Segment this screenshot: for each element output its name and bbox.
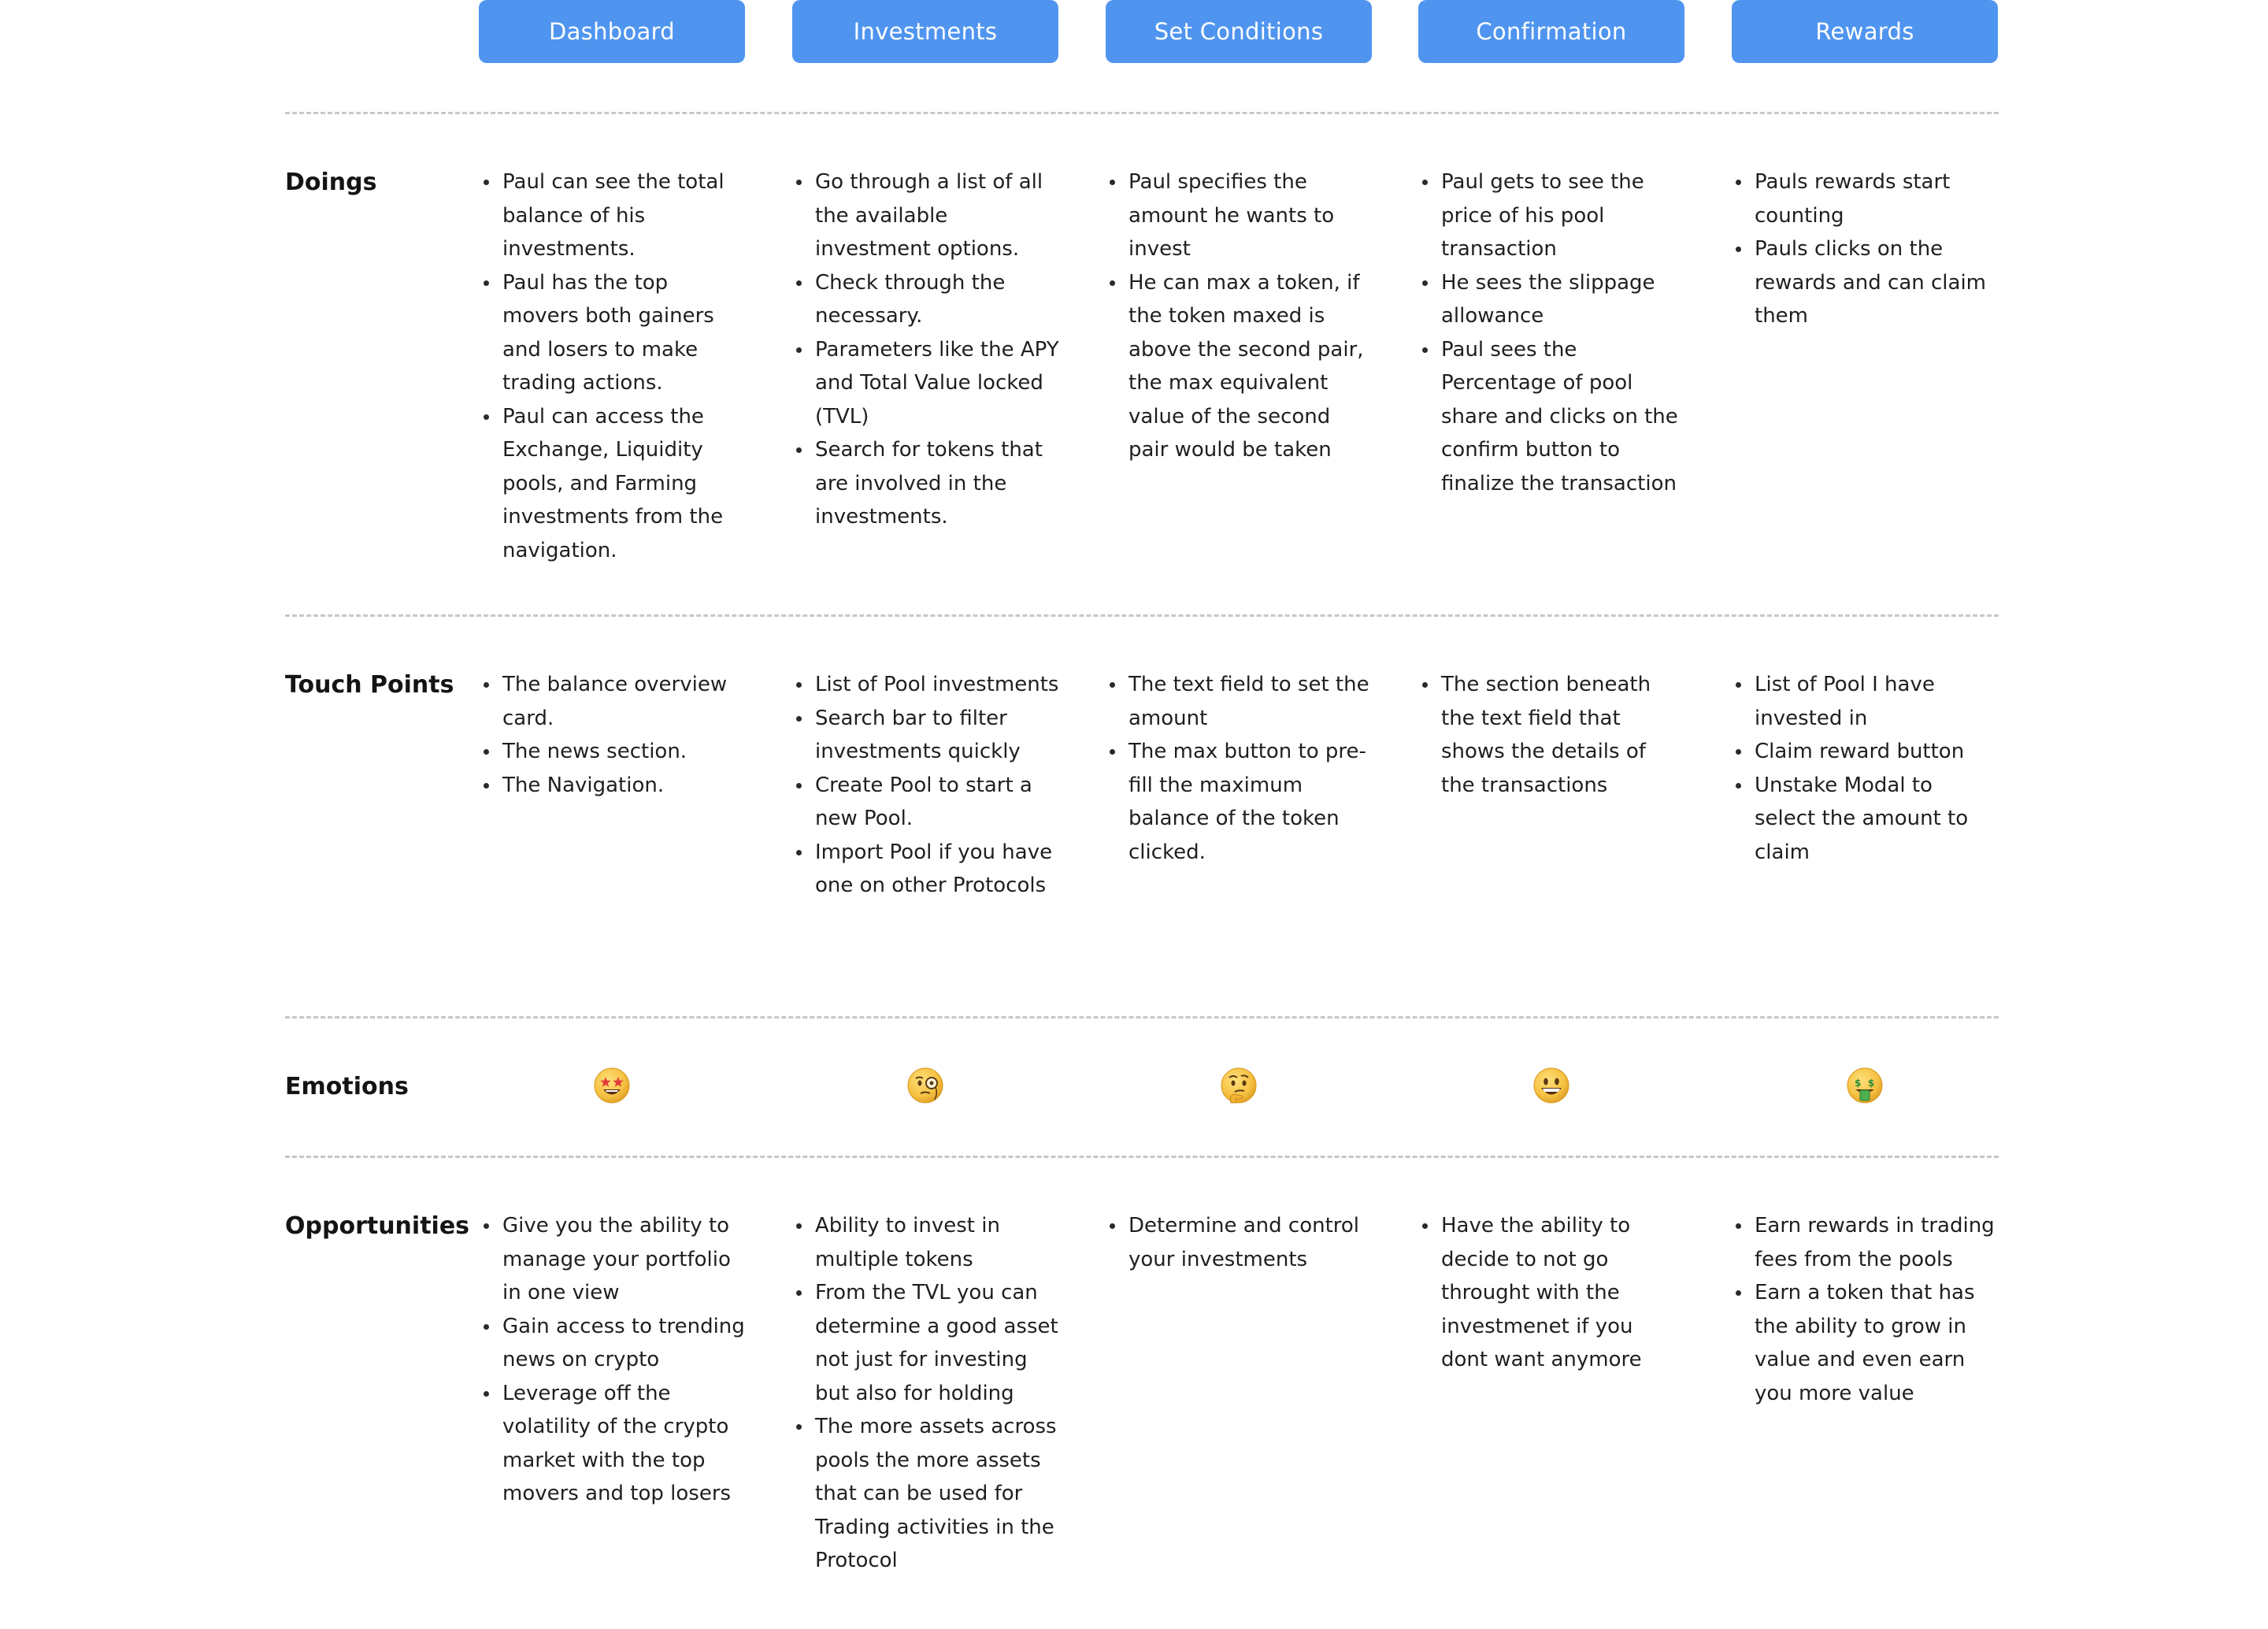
- journey-cell: The balance overview card.The news secti…: [482, 668, 747, 802]
- journey-cell: Paul gets to see the price of his pool t…: [1421, 165, 1685, 500]
- thinking-face-emoji-icon: [1220, 1067, 1258, 1104]
- bullet-list: Determine and control your investments: [1108, 1209, 1373, 1276]
- list-item: The news section.: [482, 735, 747, 769]
- list-item: Search bar to filter investments quickly: [795, 702, 1059, 769]
- list-item: Unstake Modal to select the amount to cl…: [1734, 769, 1999, 870]
- row-label-emotions: Emotions: [285, 1073, 409, 1100]
- journey-cell: Determine and control your investments: [1108, 1209, 1373, 1276]
- bullet-list: Paul specifies the amount he wants to in…: [1108, 165, 1373, 467]
- money-mouth-face-emoji-icon: $$: [1846, 1067, 1884, 1104]
- journey-cell: Have the ability to decide to not go thr…: [1421, 1209, 1685, 1377]
- monocle-face-emoji-icon: [906, 1067, 944, 1104]
- stage-button-dashboard[interactable]: Dashboard: [479, 0, 745, 63]
- bullet-list: Go through a list of all the available i…: [795, 165, 1059, 534]
- list-item: The balance overview card.: [482, 668, 747, 735]
- list-item: Paul sees the Percentage of pool share a…: [1421, 333, 1685, 501]
- list-item: The section beneath the text field that …: [1421, 668, 1685, 802]
- list-item: Have the ability to decide to not go thr…: [1421, 1209, 1685, 1377]
- list-item: Determine and control your investments: [1108, 1209, 1373, 1276]
- list-item: Pauls rewards start counting: [1734, 165, 1999, 232]
- list-item: The more assets across pools the more as…: [795, 1410, 1059, 1578]
- dashed-separator: [285, 112, 1999, 114]
- journey-cell: Earn rewards in trading fees from the po…: [1734, 1209, 1999, 1410]
- list-item: Claim reward button: [1734, 735, 1999, 769]
- stage-button-confirmation[interactable]: Confirmation: [1418, 0, 1684, 63]
- bullet-list: The balance overview card.The news secti…: [482, 668, 747, 802]
- journey-cell: Paul can see the total balance of his in…: [482, 165, 747, 567]
- svg-text:$: $: [1868, 1078, 1874, 1089]
- grinning-face-emoji-icon: [1532, 1067, 1570, 1104]
- list-item: Search for tokens that are involved in t…: [795, 433, 1059, 534]
- list-item: Check through the necessary.: [795, 266, 1059, 333]
- bullet-list: The section beneath the text field that …: [1421, 668, 1685, 802]
- bullet-list: Paul gets to see the price of his pool t…: [1421, 165, 1685, 500]
- list-item: Leverage off the volatility of the crypt…: [482, 1377, 747, 1511]
- dashed-separator: [285, 614, 1999, 617]
- list-item: Give you the ability to manage your port…: [482, 1209, 747, 1310]
- row-label-doings: Doings: [285, 169, 377, 196]
- journey-cell: Go through a list of all the available i…: [795, 165, 1059, 534]
- list-item: From the TVL you can determine a good as…: [795, 1276, 1059, 1410]
- list-item: He sees the slippage allowance: [1421, 266, 1685, 333]
- svg-text:$: $: [1855, 1078, 1861, 1089]
- list-item: Earn rewards in trading fees from the po…: [1734, 1209, 1999, 1276]
- stage-button-investments[interactable]: Investments: [792, 0, 1058, 63]
- list-item: List of Pool I have invested in: [1734, 668, 1999, 735]
- list-item: Paul gets to see the price of his pool t…: [1421, 165, 1685, 266]
- dashed-separator: [285, 1156, 1999, 1158]
- dashed-separator: [285, 1016, 1999, 1019]
- list-item: Parameters like the APY and Total Value …: [795, 333, 1059, 434]
- bullet-list: Paul can see the total balance of his in…: [482, 165, 747, 567]
- list-item: Pauls clicks on the rewards and can clai…: [1734, 232, 1999, 333]
- list-item: Go through a list of all the available i…: [795, 165, 1059, 266]
- journey-cell: The section beneath the text field that …: [1421, 668, 1685, 802]
- list-item: List of Pool investments: [795, 668, 1059, 702]
- star-struck-emoji-icon: [593, 1067, 631, 1104]
- row-label-opportunities: Opportunities: [285, 1212, 470, 1240]
- list-item: The max button to pre-fill the maximum b…: [1108, 735, 1373, 869]
- list-item: The text field to set the amount: [1108, 668, 1373, 735]
- list-item: The Navigation.: [482, 769, 747, 803]
- bullet-list: Earn rewards in trading fees from the po…: [1734, 1209, 1999, 1410]
- list-item: Earn a token that has the ability to gro…: [1734, 1276, 1999, 1410]
- list-item: Import Pool if you have one on other Pro…: [795, 836, 1059, 903]
- stage-button-rewards[interactable]: Rewards: [1732, 0, 1998, 63]
- row-label-touch-points: Touch Points: [285, 671, 454, 699]
- list-item: Create Pool to start a new Pool.: [795, 769, 1059, 836]
- list-item: Ability to invest in multiple tokens: [795, 1209, 1059, 1276]
- list-item: Paul can access the Exchange, Liquidity …: [482, 400, 747, 568]
- list-item: Gain access to trending news on crypto: [482, 1310, 747, 1377]
- bullet-list: Give you the ability to manage your port…: [482, 1209, 747, 1511]
- journey-cell: Paul specifies the amount he wants to in…: [1108, 165, 1373, 467]
- stage-button-set-conditions[interactable]: Set Conditions: [1106, 0, 1372, 63]
- bullet-list: Have the ability to decide to not go thr…: [1421, 1209, 1685, 1377]
- list-item: Paul specifies the amount he wants to in…: [1108, 165, 1373, 266]
- list-item: He can max a token, if the token maxed i…: [1108, 266, 1373, 467]
- list-item: Paul has the top movers both gainers and…: [482, 266, 747, 400]
- journey-cell: Give you the ability to manage your port…: [482, 1209, 747, 1511]
- list-item: Paul can see the total balance of his in…: [482, 165, 747, 266]
